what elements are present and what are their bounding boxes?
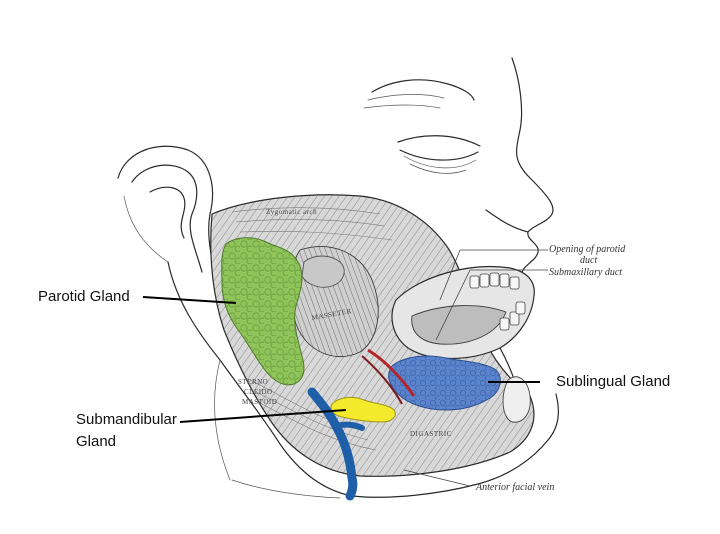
opening-parotid-duct-label-line2: duct xyxy=(580,255,598,266)
anterior-facial-vein-vessel xyxy=(307,387,358,501)
submandibular-gland-label-line1: Submandibular xyxy=(76,411,177,428)
submandibular-gland xyxy=(330,396,396,423)
face-profile xyxy=(363,57,554,277)
open-mouth xyxy=(391,266,535,423)
upper-teeth xyxy=(469,272,520,290)
anterior-facial-vein-label: Anterior facial vein xyxy=(476,482,555,493)
submandibular-gland-label-line2: Gland xyxy=(76,433,117,450)
parotid-gland xyxy=(221,237,305,386)
digastric-text: DIGASTRIC xyxy=(410,430,452,438)
parotid-gland-label: Parotid Gland xyxy=(38,288,130,305)
sublingual-gland xyxy=(388,355,501,411)
zygomatic-arch-text: Zygomatic arch xyxy=(266,208,317,216)
cleido-text: CLEIDO xyxy=(244,388,273,396)
opening-parotid-duct-label-line1: Opening of parotid xyxy=(549,244,626,255)
sublingual-gland-label: Sublingual Gland xyxy=(556,373,671,390)
mastoid-text: MASTOID xyxy=(242,398,277,406)
ear xyxy=(117,145,217,283)
lower-teeth xyxy=(499,301,526,331)
submaxillary-duct xyxy=(367,348,416,397)
parotid-accessory xyxy=(301,255,345,288)
submaxillary-duct-label: Submaxillary duct xyxy=(549,267,623,278)
leader-lines xyxy=(142,249,548,487)
sterno-text: STERNO xyxy=(238,378,268,386)
